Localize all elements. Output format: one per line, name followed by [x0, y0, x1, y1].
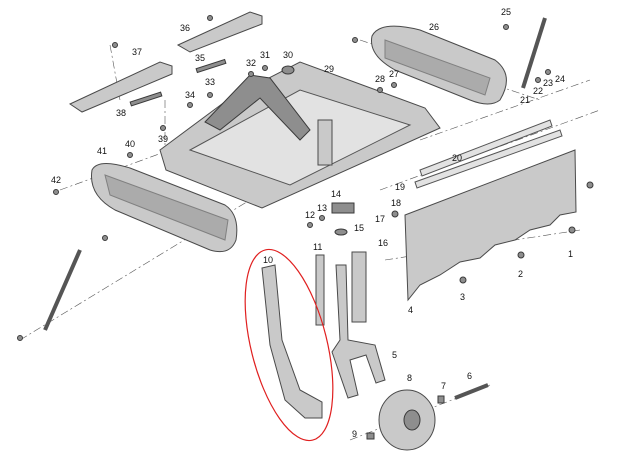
part-36-top-cover[interactable] — [176, 11, 263, 53]
callout-10[interactable]: 10 — [263, 255, 273, 265]
part-16-sleeve[interactable] — [351, 251, 367, 323]
callout-31[interactable]: 31 — [260, 50, 270, 60]
callout-22[interactable]: 22 — [533, 86, 543, 96]
callout-5[interactable]: 5 — [392, 350, 397, 360]
part-37-top-cover[interactable] — [68, 61, 173, 113]
callout-41[interactable]: 41 — [97, 146, 107, 156]
part-9-nut[interactable] — [366, 432, 375, 440]
part-15-washer[interactable] — [334, 228, 348, 236]
part-5-fork[interactable] — [331, 264, 386, 399]
callout-8[interactable]: 8 — [407, 373, 412, 383]
callout-36[interactable]: 36 — [180, 23, 190, 33]
part-20-strip[interactable] — [419, 119, 553, 177]
callout-30[interactable]: 30 — [283, 50, 293, 60]
part-14-clamp[interactable] — [331, 202, 355, 214]
callout-38[interactable]: 38 — [116, 108, 126, 118]
callout-33[interactable]: 33 — [205, 77, 215, 87]
tie-rod-left[interactable] — [43, 249, 82, 331]
part-30-cap[interactable] — [281, 65, 295, 75]
callout-12[interactable]: 12 — [305, 210, 315, 220]
callout-15[interactable]: 15 — [354, 223, 364, 233]
callout-28[interactable]: 28 — [375, 74, 385, 84]
callout-29[interactable]: 29 — [324, 64, 334, 74]
part-6-axle[interactable] — [454, 383, 489, 400]
callout-39[interactable]: 39 — [158, 134, 168, 144]
part-10-handle[interactable] — [261, 264, 323, 419]
callout-3[interactable]: 3 — [460, 292, 465, 302]
callout-4[interactable]: 4 — [408, 305, 413, 315]
part-38-bracket[interactable] — [129, 91, 163, 107]
wheel-hub — [403, 409, 421, 431]
callout-19[interactable]: 19 — [395, 182, 405, 192]
side-panel-inner — [104, 174, 229, 241]
callout-37[interactable]: 37 — [132, 47, 142, 57]
callout-26[interactable]: 26 — [429, 22, 439, 32]
callout-27[interactable]: 27 — [389, 69, 399, 79]
callout-2[interactable]: 2 — [518, 269, 523, 279]
callout-6[interactable]: 6 — [467, 371, 472, 381]
part-21-tie-rod[interactable] — [521, 17, 547, 89]
callout-13[interactable]: 13 — [317, 203, 327, 213]
callout-21[interactable]: 21 — [520, 95, 530, 105]
callout-25[interactable]: 25 — [501, 7, 511, 17]
callout-14[interactable]: 14 — [331, 189, 341, 199]
part-19-strip[interactable] — [414, 129, 563, 189]
callout-7[interactable]: 7 — [441, 381, 446, 391]
part-35-bracket[interactable] — [195, 58, 227, 74]
callout-20[interactable]: 20 — [452, 153, 462, 163]
callout-24[interactable]: 24 — [555, 74, 565, 84]
callout-11[interactable]: 11 — [313, 242, 322, 252]
part-4-front-bumper[interactable] — [404, 149, 577, 302]
callout-40[interactable]: 40 — [125, 139, 135, 149]
callout-18[interactable]: 18 — [391, 198, 401, 208]
callout-16[interactable]: 16 — [378, 238, 388, 248]
callout-35[interactable]: 35 — [195, 53, 205, 63]
callout-32[interactable]: 32 — [246, 58, 256, 68]
part-11-post[interactable] — [315, 254, 325, 326]
callout-1[interactable]: 1 — [568, 249, 573, 259]
callout-9[interactable]: 9 — [352, 429, 357, 439]
fasteners — [17, 15, 594, 341]
callout-42[interactable]: 42 — [51, 175, 61, 185]
floor-pan-tube — [317, 119, 333, 166]
callout-23[interactable]: 23 — [543, 78, 553, 88]
side-panel-inner — [384, 39, 491, 96]
callout-labels: 1 2 3 4 5 6 7 8 9 10 11 12 13 14 15 16 1… — [51, 7, 573, 439]
part-7-nut[interactable] — [437, 395, 445, 404]
callout-17[interactable]: 17 — [375, 214, 385, 224]
highlight-ellipse — [244, 248, 334, 442]
callout-34[interactable]: 34 — [185, 90, 195, 100]
